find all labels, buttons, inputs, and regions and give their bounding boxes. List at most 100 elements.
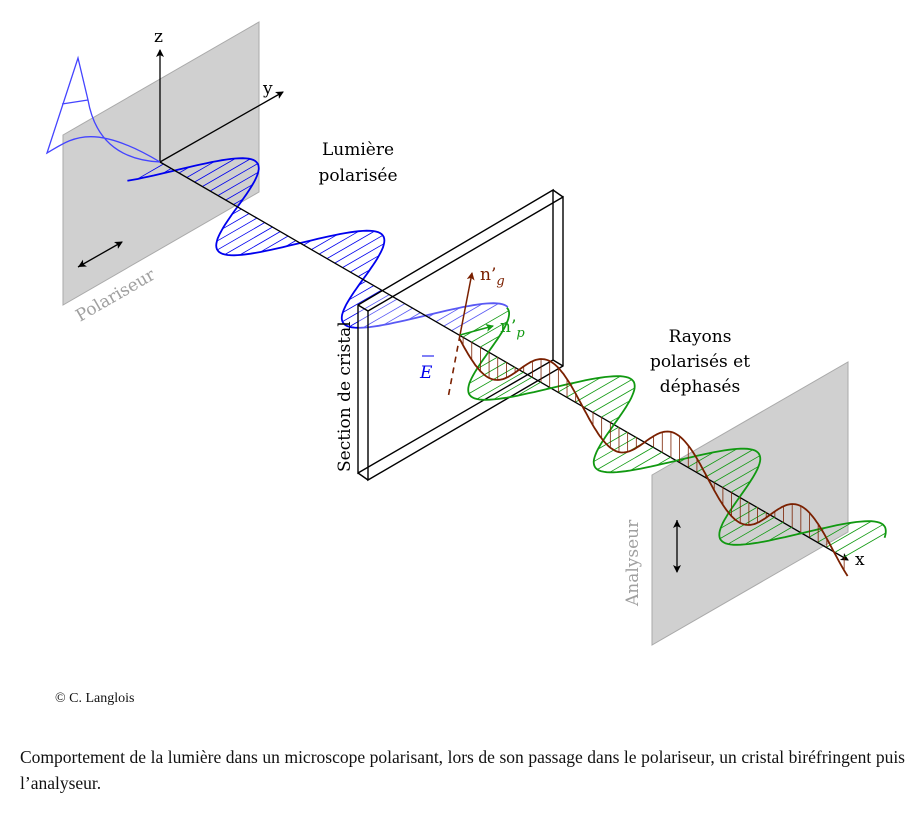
field-vector	[319, 230, 360, 255]
field-vector	[575, 375, 621, 403]
field-vector	[679, 458, 686, 463]
field-vector	[451, 303, 499, 331]
field-vector	[809, 527, 826, 538]
field-vector	[480, 335, 500, 348]
field-vector	[545, 386, 550, 390]
field-vector	[688, 451, 714, 468]
field-vector	[714, 455, 761, 483]
field-vector	[719, 511, 767, 539]
field-vector	[225, 184, 253, 201]
field-vector	[584, 379, 633, 408]
incident-wave-blue-hatching	[137, 158, 499, 331]
field-vector	[731, 480, 751, 493]
field-vector	[285, 240, 297, 247]
field-vector	[326, 230, 375, 259]
rays-label-line1: Rayons	[669, 327, 732, 347]
field-vector	[630, 451, 663, 471]
field-vector	[656, 456, 672, 466]
polarized-light-label-line2: polarisée	[318, 166, 397, 186]
field-vector	[311, 234, 338, 250]
polarizer-plane	[62, 21, 260, 306]
y-axis	[159, 91, 284, 163]
field-vector	[342, 289, 382, 313]
field-vector	[194, 158, 236, 183]
field-vector	[162, 168, 172, 174]
field-vector	[358, 269, 370, 277]
field-vector	[239, 231, 281, 256]
field-vector	[705, 449, 753, 478]
field-vector	[224, 226, 273, 255]
field-vector	[342, 294, 390, 322]
figure-caption: Comportement de la lumière dans un micro…	[20, 747, 905, 793]
field-vector	[348, 285, 375, 301]
ordinary-ray-green-hatching	[462, 310, 886, 558]
field-vector	[428, 313, 435, 318]
field-vector	[137, 163, 164, 180]
field-vector	[358, 280, 367, 286]
field-vector	[202, 158, 251, 187]
field-vector	[593, 436, 637, 462]
field-vector	[558, 382, 575, 393]
field-vector	[768, 526, 793, 542]
field-vector	[843, 532, 886, 558]
field-vector	[720, 506, 758, 529]
field-vector	[826, 520, 872, 548]
field-vector	[476, 371, 524, 400]
field-vector	[696, 448, 738, 473]
field-vector	[222, 213, 250, 230]
e-vector-label: E	[419, 363, 433, 383]
field-vector	[363, 303, 406, 328]
copyright: © C. Langlois	[55, 691, 135, 706]
field-vector	[231, 208, 242, 215]
field-vector	[517, 381, 542, 397]
field-vector	[607, 426, 620, 434]
np-label: n’p	[500, 317, 525, 341]
field-vector	[260, 235, 289, 253]
field-vector	[835, 524, 884, 553]
field-vector	[469, 361, 507, 384]
field-vector	[610, 416, 620, 423]
field-vector	[493, 376, 533, 400]
field-vector	[303, 239, 313, 246]
field-vector	[609, 446, 654, 473]
field-vector	[817, 522, 852, 543]
ng-label: n’g	[480, 265, 505, 289]
field-vector	[342, 243, 385, 268]
crystal-section	[357, 188, 564, 482]
polarized-light-label-line1: Lumière	[322, 140, 394, 160]
field-vector	[216, 217, 258, 242]
field-vector	[383, 307, 414, 326]
field-vector	[471, 321, 508, 343]
field-vector	[210, 163, 258, 192]
rays-label-line2: polarisés et	[650, 352, 750, 372]
ng-vector	[459, 272, 475, 336]
extraordinary-ray-brown-hatching	[462, 337, 845, 571]
field-vector	[744, 521, 784, 545]
field-vector	[592, 387, 635, 413]
field-vector	[601, 400, 630, 418]
y-axis-label: y	[262, 79, 273, 99]
field-vector	[178, 166, 190, 174]
field-vector	[186, 161, 215, 178]
field-vector	[796, 531, 802, 535]
field-vector	[217, 171, 259, 196]
field-vector	[727, 516, 776, 545]
analyzer-label: Analyseur	[623, 519, 643, 607]
x-axis-label: x	[855, 550, 865, 570]
field-vector	[217, 222, 265, 251]
field-vector	[350, 255, 380, 273]
field-vector	[407, 312, 421, 321]
field-vector	[597, 431, 628, 450]
field-vector	[233, 198, 244, 205]
np-vector	[459, 323, 494, 336]
field-vector	[468, 366, 516, 394]
field-vector	[349, 298, 398, 328]
field-vector	[334, 235, 383, 264]
unpolarized-light	[45, 55, 161, 163]
field-vector	[566, 377, 601, 398]
field-vector	[436, 307, 461, 322]
crystal-section-label: Section de cristal	[335, 321, 355, 472]
rays-label-line3: déphasés	[660, 377, 740, 397]
x-axis	[159, 161, 849, 561]
